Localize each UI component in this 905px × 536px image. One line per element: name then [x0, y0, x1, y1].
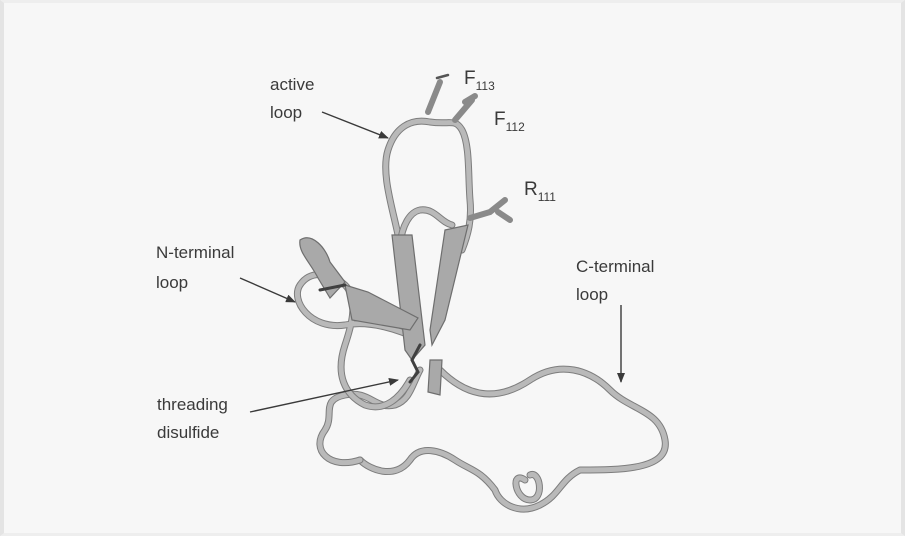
n-terminal-loop-label: N-terminal loop — [156, 243, 239, 292]
c-terminal-loop-label: C-terminal loop — [576, 257, 659, 304]
side-chain-r111 — [470, 200, 510, 220]
residue-r111-label: R111 — [524, 179, 556, 204]
threading-disulfide-label: threading disulfide — [157, 395, 233, 442]
side-chain-f112 — [455, 96, 475, 120]
residue-f113-label: F113 — [464, 68, 495, 93]
residue-f112-label: F112 — [494, 109, 525, 134]
n-terminal-loop-arrow — [240, 278, 295, 302]
active-loop-label: active loop — [270, 75, 319, 122]
active-loop-arrow — [322, 112, 388, 138]
side-chain-f113 — [428, 75, 448, 112]
